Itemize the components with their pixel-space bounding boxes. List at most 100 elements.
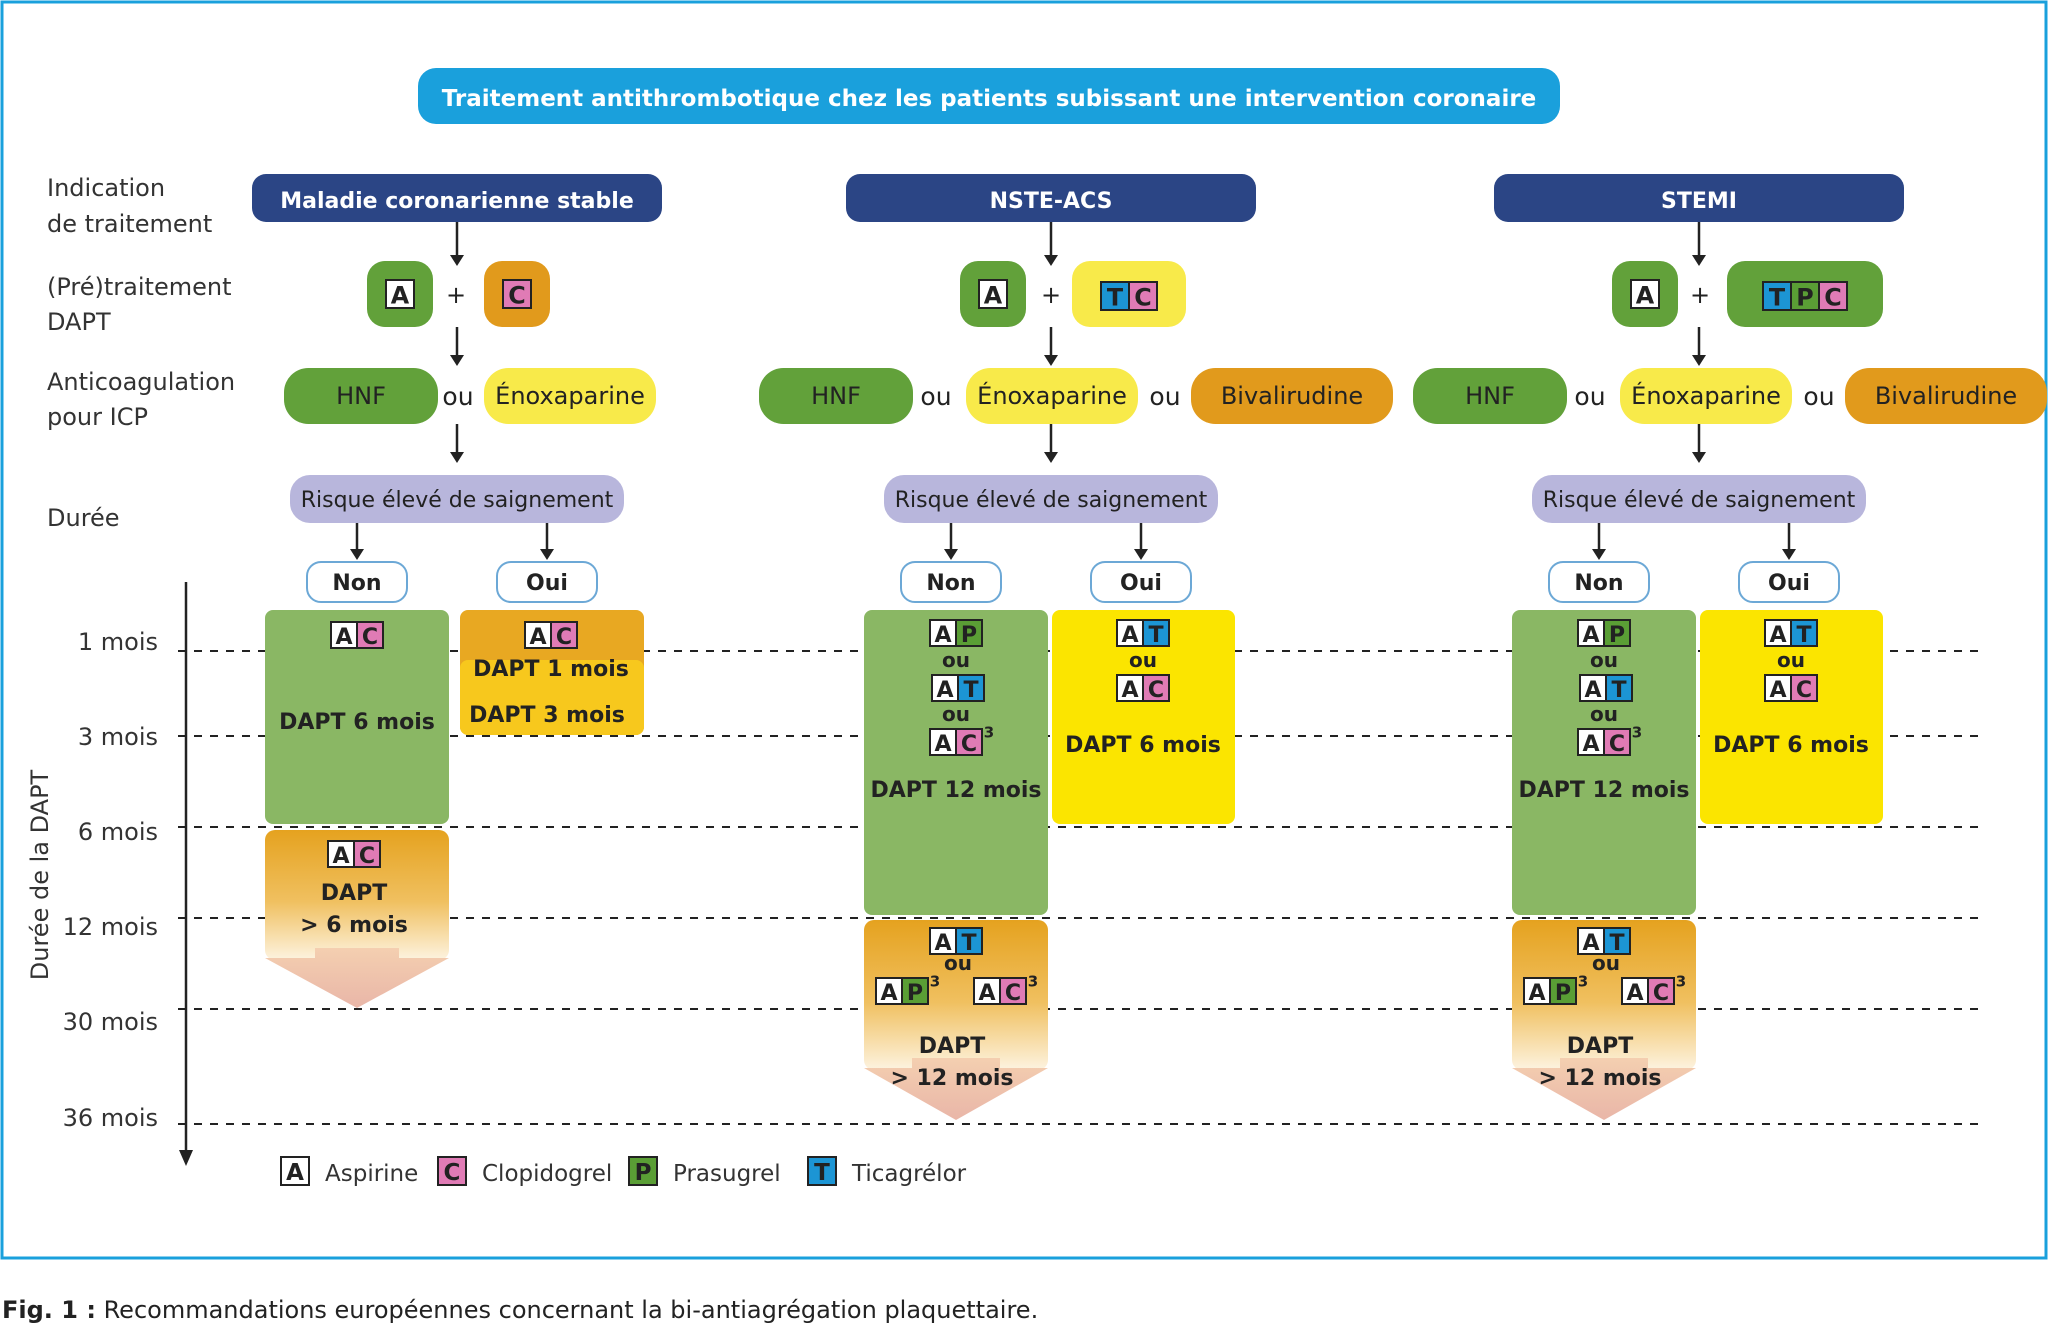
dapt-sup12-arrow bbox=[864, 1058, 1048, 1120]
figure-caption: Fig. 1 : Recommandations européennes con… bbox=[2, 1296, 1038, 1324]
drug-box-clopidogrel bbox=[1790, 674, 1818, 702]
ou-label: ou bbox=[1777, 648, 1805, 672]
row-label-anticoag-2: pour ICP bbox=[47, 403, 148, 431]
drug-box-clopidogrel bbox=[502, 279, 532, 309]
row-label-indication-2: de traitement bbox=[47, 210, 212, 238]
non-label: Non bbox=[332, 571, 381, 596]
legend-name-ticagrélor: Ticagrélor bbox=[851, 1161, 967, 1187]
column-header bbox=[252, 174, 662, 222]
drug-box-aspirine bbox=[1116, 674, 1144, 702]
dapt-sup12-dapt: DAPT bbox=[919, 1034, 985, 1059]
arrow-pretreatment-head bbox=[1044, 355, 1058, 366]
drug-box-prasugrel bbox=[1603, 619, 1631, 647]
dapt-6-yellow-box bbox=[1052, 610, 1235, 824]
dapt-sup6-dapt: DAPT bbox=[321, 881, 387, 906]
drug-letter-ticagrélor: T bbox=[1611, 677, 1626, 703]
column-header-title: STEMI bbox=[1661, 189, 1737, 214]
dapt-6-label: DAPT 6 mois bbox=[279, 710, 435, 735]
drug-letter-clopidogrel: C bbox=[1148, 677, 1164, 703]
drug-box-aspirine bbox=[1116, 619, 1144, 647]
drug-box-clopidogrel bbox=[999, 977, 1027, 1005]
legend-letter-prasugrel: P bbox=[635, 1160, 652, 1186]
drug-letter-aspirine: A bbox=[1121, 677, 1138, 703]
drug-box-aspirine bbox=[931, 674, 959, 702]
row-label-duree: Durée bbox=[47, 504, 120, 532]
dapt-12-label: DAPT 12 mois bbox=[1518, 778, 1689, 803]
dapt-sup6-label: > 6 mois bbox=[300, 913, 408, 938]
drug-box-ticagrélor bbox=[1603, 927, 1631, 955]
column-header bbox=[1494, 174, 1904, 222]
drug-box-aspirine bbox=[1577, 927, 1605, 955]
drug-letter-ticagrélor: T bbox=[1769, 284, 1786, 312]
ou-label: ou bbox=[1149, 382, 1180, 411]
row-label-pretraitement-2: DAPT bbox=[47, 308, 111, 336]
anticoag-enoxaparine bbox=[484, 368, 656, 424]
anticoag-hnf-label: HNF bbox=[336, 382, 386, 410]
column-header-title: NSTE-ACS bbox=[990, 189, 1113, 214]
drug-letter-aspirine: A bbox=[529, 624, 546, 650]
anticoag-bivalirudine bbox=[1845, 368, 2047, 424]
drug-letter-ticagrélor: T bbox=[961, 930, 976, 956]
plus-sign: + bbox=[1041, 281, 1061, 309]
drug-letter-ticagrélor: T bbox=[1796, 622, 1811, 648]
non-label: Non bbox=[926, 571, 975, 596]
oui-bubble bbox=[1738, 561, 1840, 603]
ou-label: ou bbox=[942, 648, 970, 672]
caption-prefix: Fig. 1 : bbox=[2, 1296, 96, 1324]
column-header bbox=[846, 174, 1256, 222]
axis-arrowhead bbox=[179, 1150, 193, 1166]
drug-letter-aspirine: A bbox=[936, 677, 953, 703]
arrow-oui-head bbox=[540, 549, 554, 560]
drug-letter-clopidogrel: C bbox=[359, 843, 375, 869]
ou-label: ou bbox=[1129, 648, 1157, 672]
dapt-sup6-box bbox=[265, 830, 449, 960]
anticoag-bivalirudine-label: Bivalirudine bbox=[1221, 382, 1363, 410]
arrow-non-head bbox=[944, 549, 958, 560]
drug-letter-aspirine: A bbox=[1121, 622, 1138, 648]
drug-letter-aspirine: A bbox=[335, 624, 352, 650]
dapt-6-box bbox=[265, 610, 449, 824]
arrow-anticoag-head bbox=[450, 452, 464, 463]
anticoag-enoxaparine bbox=[1620, 368, 1792, 424]
drug-box-aspirine bbox=[1523, 977, 1551, 1005]
drug-letter-aspirine: A bbox=[1769, 622, 1786, 648]
drug-letter-clopidogrel: C bbox=[1134, 284, 1151, 312]
drug-letter-aspirine: A bbox=[391, 282, 410, 310]
tick-label-30: 30 mois bbox=[63, 1008, 158, 1036]
arrow-pretreatment-head bbox=[1692, 355, 1706, 366]
legend-swatch-clopidogrel bbox=[437, 1156, 467, 1186]
oui-label: Oui bbox=[1120, 571, 1162, 596]
risk-pill bbox=[884, 475, 1218, 523]
row-label-pretraitement-1: (Pré)traitement bbox=[47, 273, 231, 301]
risk-label: Risque élevé de saignement bbox=[895, 488, 1208, 513]
drug-box-aspirine bbox=[385, 279, 415, 309]
tick-label-36: 36 mois bbox=[63, 1104, 158, 1132]
caption-text: Recommandations européennes concernant l… bbox=[103, 1296, 1039, 1324]
tick-label-3: 3 mois bbox=[78, 723, 158, 751]
legend-name-aspirine: Aspirine bbox=[325, 1161, 418, 1187]
drug-box-aspirine bbox=[929, 728, 957, 756]
footnote-3: 3 bbox=[1676, 972, 1686, 990]
legend-item-ticagrélor: T Ticagrélor bbox=[807, 1156, 967, 1187]
drug-box-aspirine bbox=[978, 279, 1008, 309]
drug-letter-aspirine: A bbox=[880, 980, 897, 1006]
anticoag-bivalirudine bbox=[1191, 368, 1393, 424]
non-bubble bbox=[900, 561, 1002, 603]
drug-letter-ticagrélor: T bbox=[1107, 284, 1124, 312]
drug-letter-aspirine: A bbox=[332, 843, 349, 869]
drug-letter-clopidogrel: C bbox=[1824, 284, 1841, 312]
dapt-sup12-box bbox=[864, 920, 1048, 1070]
drug-letter-aspirine: A bbox=[1769, 677, 1786, 703]
tick-label-12: 12 mois bbox=[63, 913, 158, 941]
ou-label: ou bbox=[942, 702, 970, 726]
drug-box-aspirine bbox=[973, 977, 1001, 1005]
arrow-anticoag-head bbox=[1692, 452, 1706, 463]
plus-sign: + bbox=[446, 281, 466, 309]
anticoag-hnf bbox=[284, 368, 438, 424]
legend-letter-ticagrélor: T bbox=[814, 1160, 830, 1186]
non-bubble bbox=[1548, 561, 1650, 603]
ou-label: ou bbox=[1574, 382, 1605, 411]
drug-box-clopidogrel bbox=[550, 621, 578, 649]
